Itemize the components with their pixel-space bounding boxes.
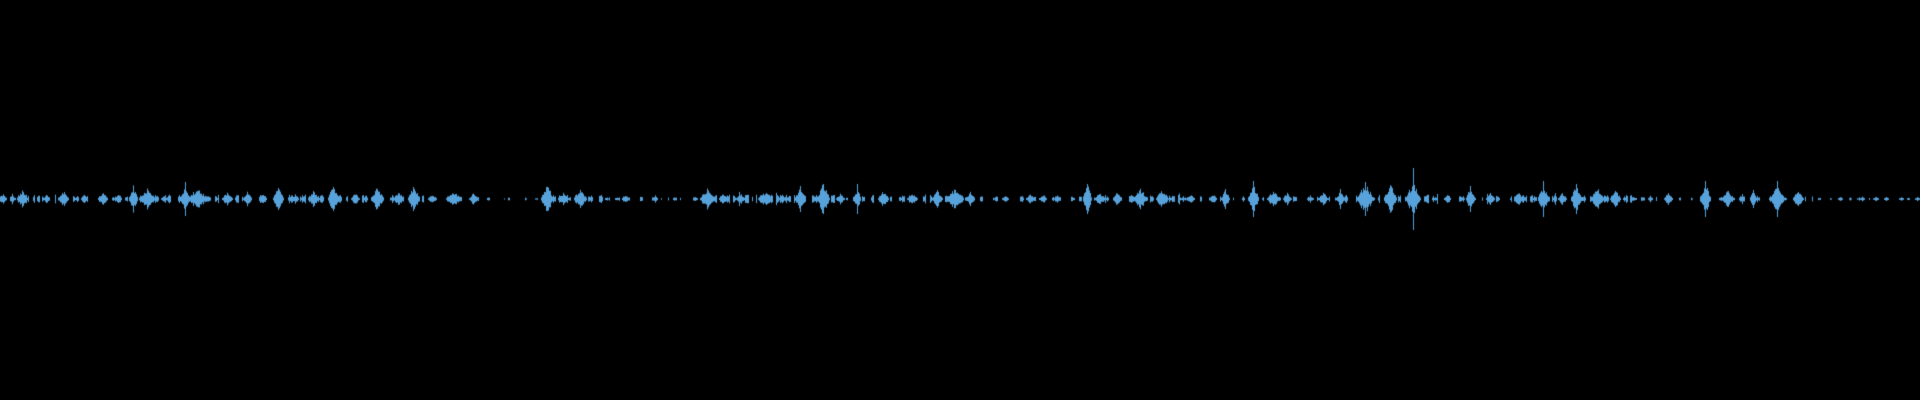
waveform-screen [0,0,1920,400]
audio-waveform-canvas[interactable] [0,0,1920,400]
